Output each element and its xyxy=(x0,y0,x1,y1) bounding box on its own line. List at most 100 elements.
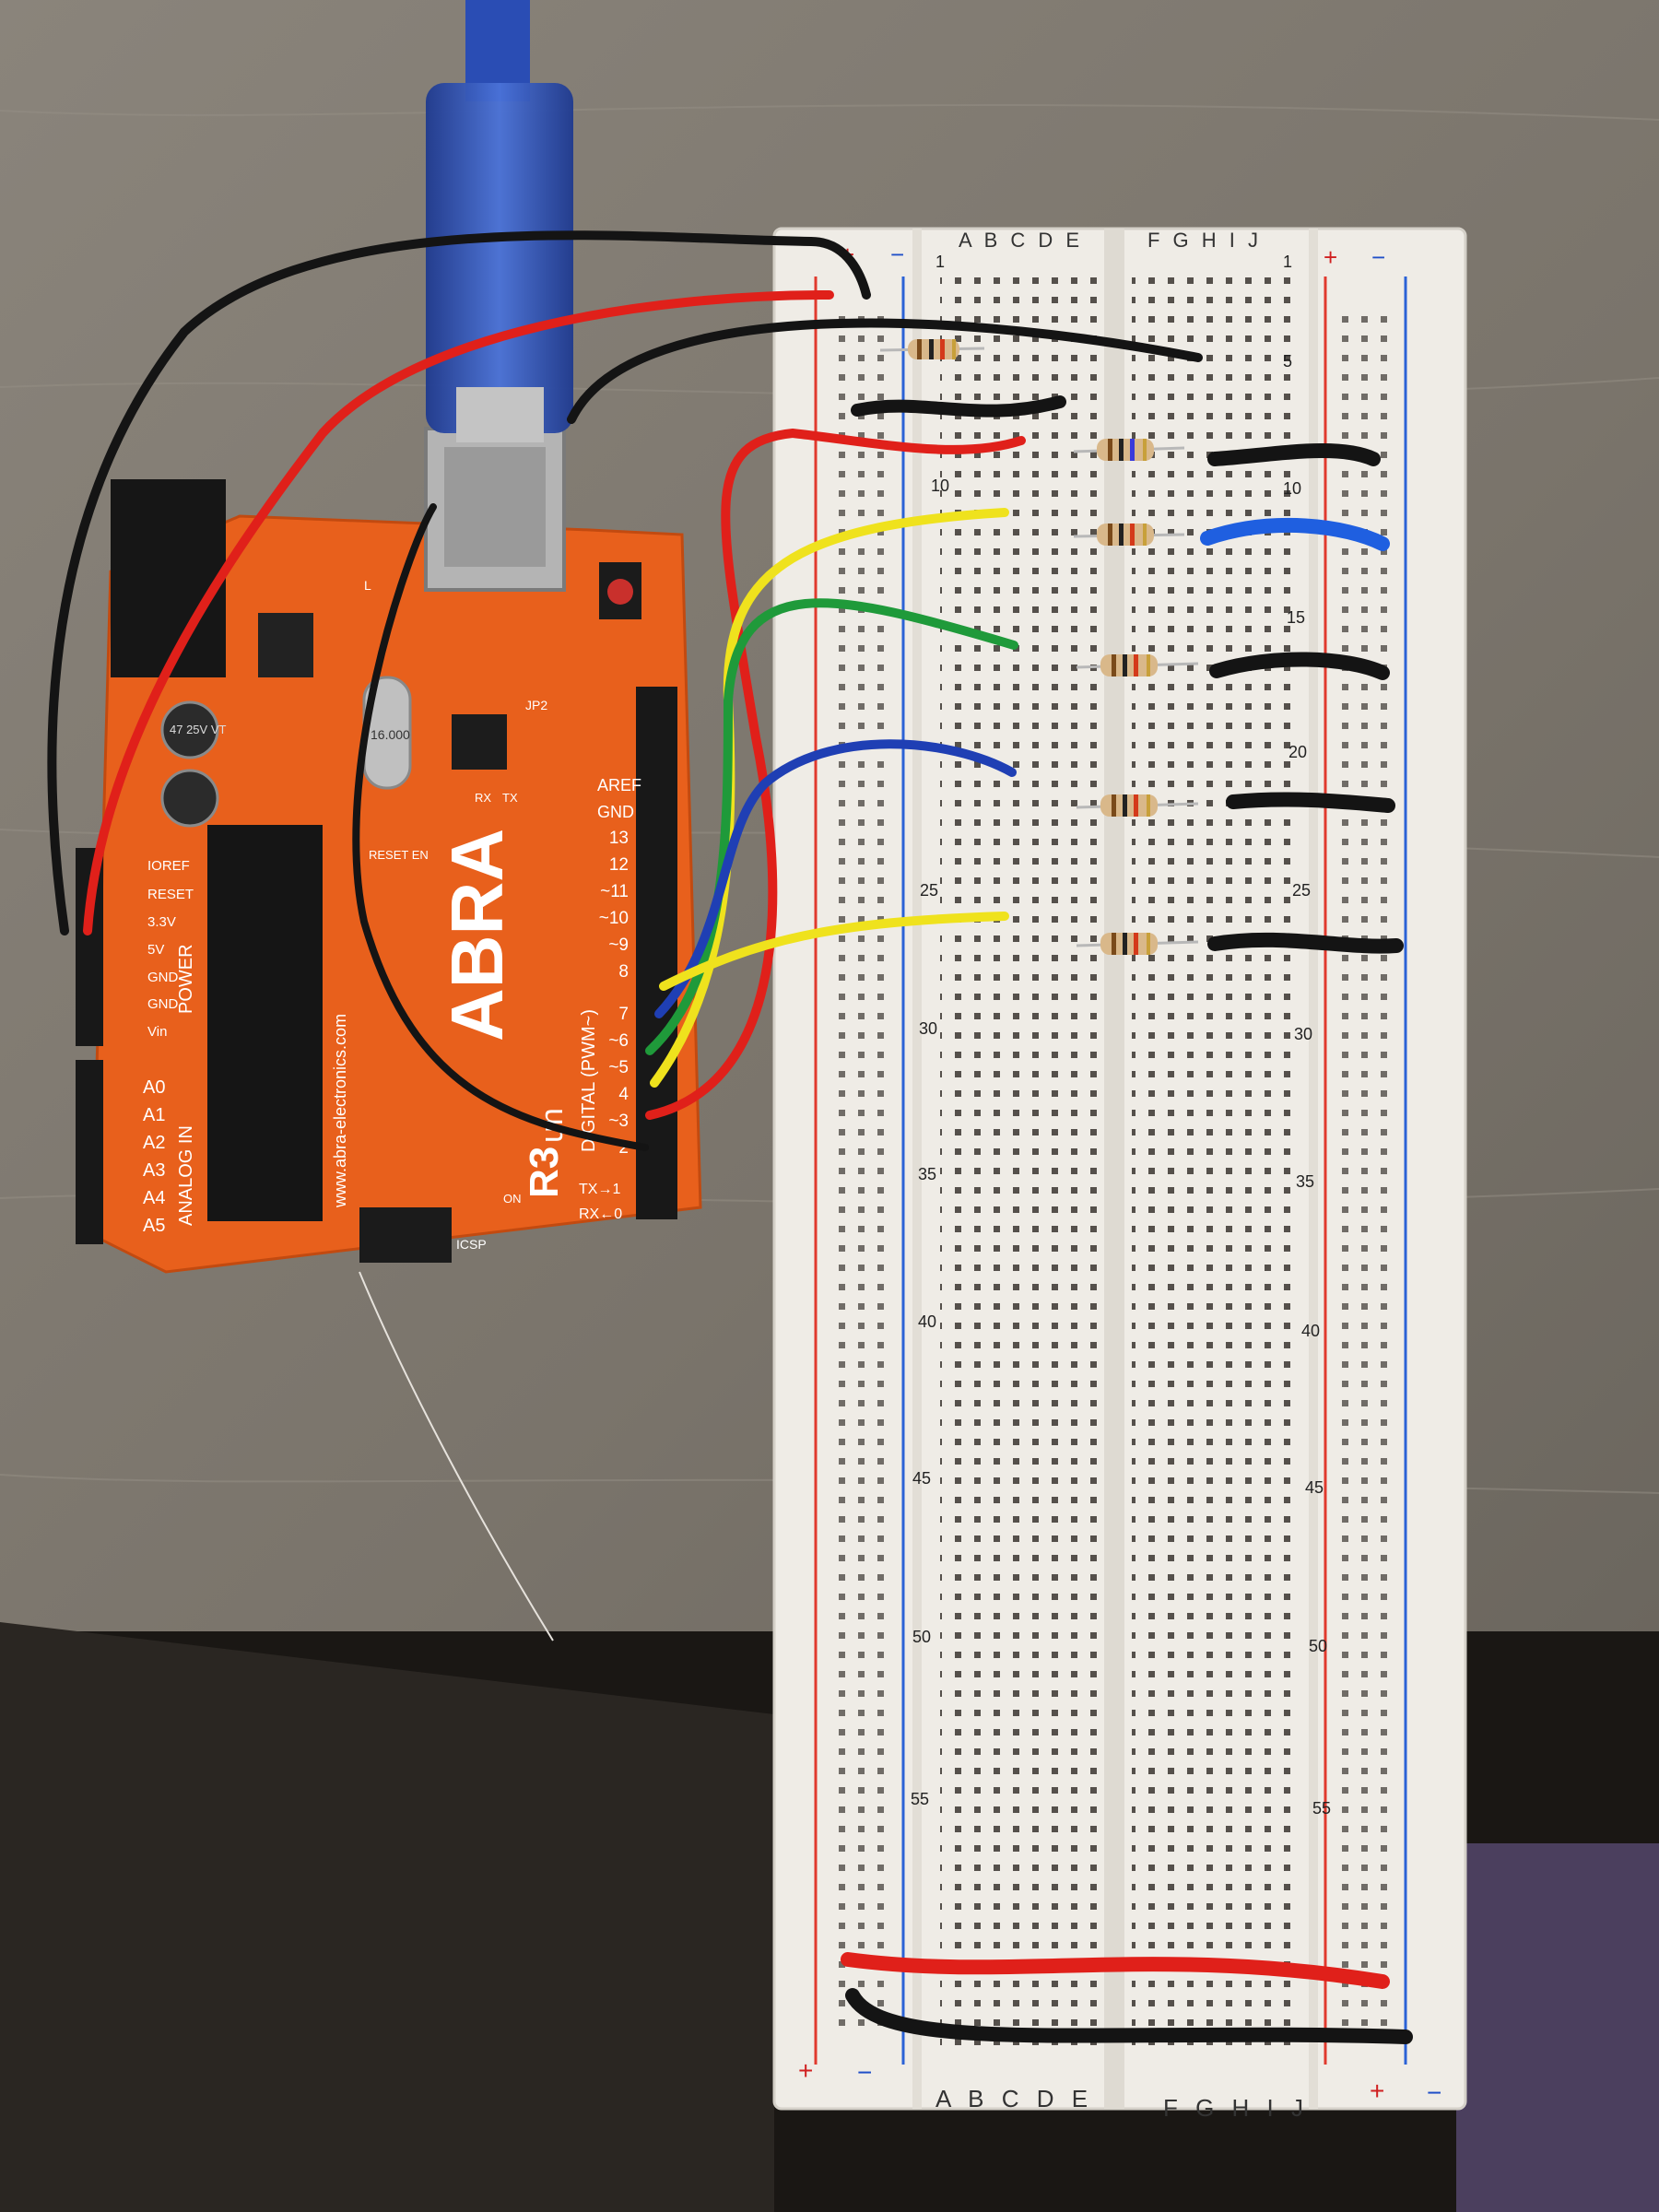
black-jumper xyxy=(1226,792,1395,813)
row-number: 55 xyxy=(1312,1799,1331,1818)
power-section-label: POWER xyxy=(176,944,196,1014)
pin-label: ~9 xyxy=(608,935,629,955)
row-number: 35 xyxy=(918,1165,936,1183)
row-number: 25 xyxy=(920,881,938,900)
resistor xyxy=(1076,654,1199,677)
tx-pin-label: TX→1 xyxy=(579,1182,620,1197)
column-letters-left-top: A B C D E xyxy=(959,229,1083,252)
pin-label: 2 xyxy=(618,1138,629,1158)
pin-label: 12 xyxy=(609,855,629,875)
digital-pin-labels: 13 12 ~11 ~10 ~9 8 7 ~6 ~5 4 ~3 2 xyxy=(599,829,629,1158)
row-number: 35 xyxy=(1296,1172,1314,1191)
voltage-regulator xyxy=(258,613,313,677)
table-edge xyxy=(0,1622,774,2212)
thread xyxy=(359,1271,554,1641)
pin-label: ~6 xyxy=(608,1031,629,1051)
pin-label: IOREF xyxy=(147,858,190,874)
jp2-label: JP2 xyxy=(525,698,547,712)
row-number: 20 xyxy=(1288,743,1307,761)
pin-label: A1 xyxy=(143,1105,165,1125)
power-pin-labels: IOREF RESET 3.3V 5V GND GND Vin xyxy=(147,858,194,1040)
pin-label: ~3 xyxy=(608,1112,629,1131)
breadboard xyxy=(772,227,1467,2111)
pin-label: 13 xyxy=(609,829,629,848)
resistor xyxy=(1076,794,1199,817)
pin-label: 8 xyxy=(618,962,629,982)
analog-pin-labels: A0 A1 A2 A3 A4 A5 xyxy=(143,1077,165,1236)
icsp-label: ICSP xyxy=(456,1237,487,1252)
row-number: 50 xyxy=(912,1628,931,1646)
pin-label: A3 xyxy=(143,1160,165,1181)
minus-label-bottom-left: − xyxy=(857,2058,872,2087)
row-number: 1 xyxy=(1283,253,1292,271)
analog-section-label: ANALOG IN xyxy=(176,1125,196,1226)
row-number: 40 xyxy=(1301,1322,1320,1340)
long-wires xyxy=(47,230,1203,1151)
reset-en-label: RESET EN xyxy=(369,848,429,862)
power-header xyxy=(76,848,103,1046)
minus-label-bottom-right: − xyxy=(1427,2078,1441,2107)
row-number: 45 xyxy=(1305,1478,1324,1497)
row-number: 45 xyxy=(912,1469,931,1488)
aref-label: AREF xyxy=(597,776,641,794)
resistor xyxy=(1073,524,1185,546)
black-jumper xyxy=(1207,932,1404,954)
tx-led-label: TX xyxy=(502,791,518,805)
row-number: 1 xyxy=(935,253,945,271)
pin-label: ~5 xyxy=(608,1058,629,1077)
blue-signal-wire xyxy=(654,739,1017,1018)
resistor xyxy=(1073,439,1185,461)
gnd-label: GND xyxy=(597,803,634,821)
pin-label: RESET xyxy=(147,887,194,902)
black-arduino-gnd-wire xyxy=(352,503,649,1151)
resistors xyxy=(879,339,1199,955)
row-number: 15 xyxy=(1287,608,1305,627)
resistor xyxy=(1076,933,1199,955)
capacitor-label: 47 25V VT xyxy=(170,723,226,736)
pin-label: Vin xyxy=(147,1024,167,1040)
black-arduino-wire xyxy=(567,318,1203,424)
row-number: 30 xyxy=(919,1019,937,1038)
pin-label: ~11 xyxy=(600,882,629,901)
black-jumper xyxy=(1207,443,1381,466)
capacitor xyxy=(160,769,219,828)
yellow-signal-wire-2 xyxy=(659,912,1009,991)
row-numbers-right: 1 5 10 15 20 25 30 35 40 45 50 55 xyxy=(1283,253,1331,1818)
icsp-header xyxy=(359,1207,452,1263)
green-signal-wire xyxy=(645,598,1018,1055)
red-signal-wire xyxy=(645,428,1026,1120)
plus-label-bottom-right: + xyxy=(1370,2077,1384,2105)
red-power-wire xyxy=(83,290,834,935)
website-label: www.abra-electronics.com xyxy=(331,1014,349,1208)
analog-header xyxy=(76,1060,103,1244)
pin-label: 5V xyxy=(147,942,164,958)
brand-logo: ABRA xyxy=(436,829,518,1041)
black-ground-wire xyxy=(47,230,871,935)
minus-label-top-right: − xyxy=(1371,243,1385,271)
plus-label-top-right: + xyxy=(1324,243,1337,271)
row-number: 10 xyxy=(931,477,949,495)
column-letters-right-top: F G H I J xyxy=(1147,229,1262,252)
pin-label: 7 xyxy=(618,1005,629,1024)
pin-label: 3.3V xyxy=(147,914,176,930)
digital-section-label: DIGITAL (PWM~) xyxy=(579,1009,599,1152)
rx-led-label: RX xyxy=(475,791,491,805)
l-led-label: L xyxy=(364,578,371,593)
pin-label: 4 xyxy=(618,1085,629,1104)
red-rail-jumper xyxy=(841,1952,1390,1989)
pin-label: GND xyxy=(147,970,179,985)
black-jumper xyxy=(851,395,1066,418)
black-rail-jumper xyxy=(845,1988,1413,2044)
blue-jumper xyxy=(1200,517,1390,551)
minus-label-top-left: − xyxy=(890,241,904,268)
atmega-chip xyxy=(207,825,323,1221)
on-led-label: ON xyxy=(503,1192,522,1206)
black-jumper xyxy=(1209,652,1390,680)
row-number: 10 xyxy=(1283,479,1301,498)
pin-label: A5 xyxy=(143,1216,165,1236)
arduino-board: 47 25V VT 16.000 xyxy=(76,427,702,1274)
row-number: 55 xyxy=(911,1790,929,1808)
pin-label: A0 xyxy=(143,1077,165,1098)
column-letters-right-bottom: F G H I J xyxy=(1163,2094,1309,2122)
